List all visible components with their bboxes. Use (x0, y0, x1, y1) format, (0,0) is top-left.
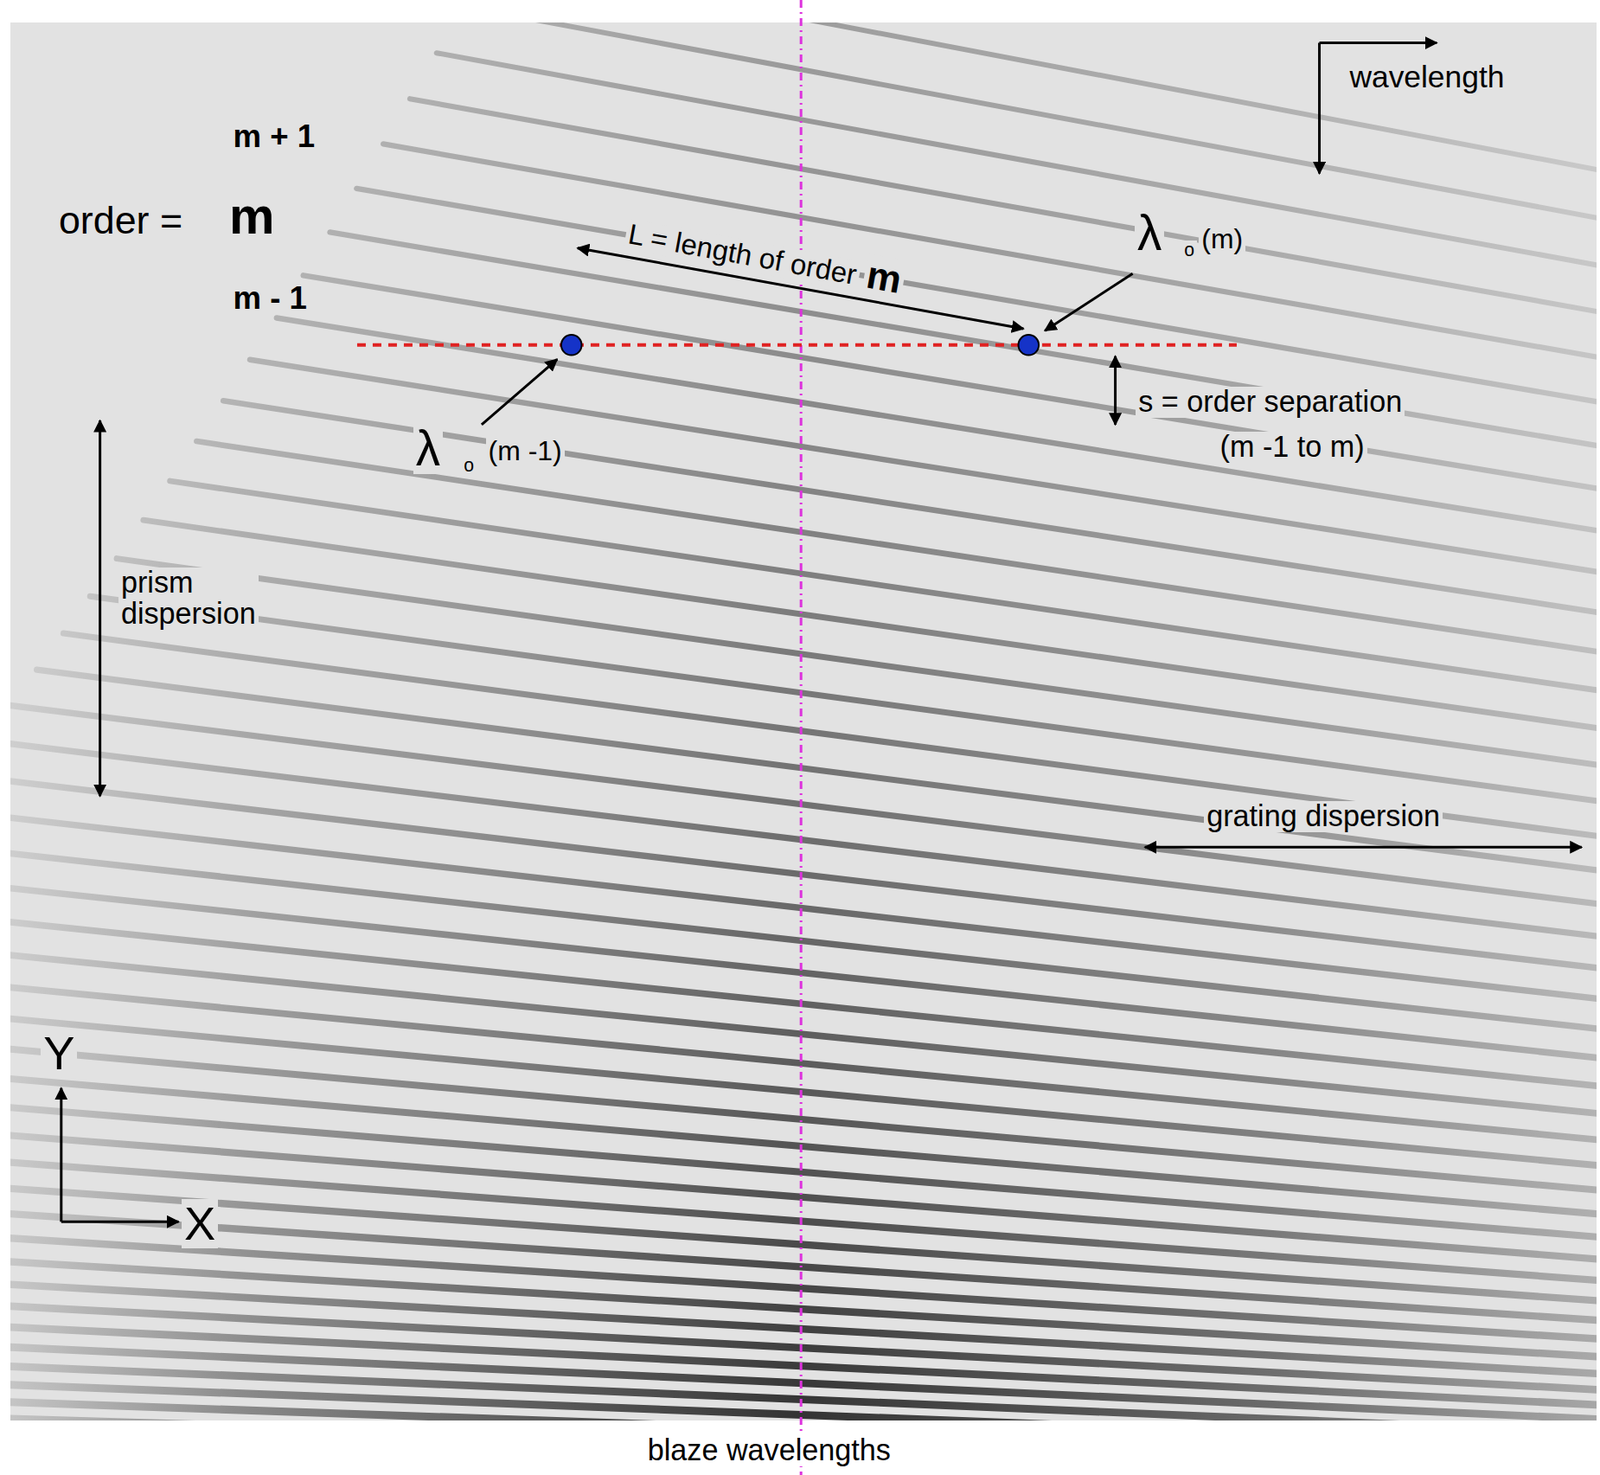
order-streak (10, 1384, 1597, 1421)
leader-arrow (1044, 273, 1133, 331)
order-label: order = (56, 199, 186, 241)
order-streak (223, 400, 1597, 613)
dimension-label: s = order separation (1135, 386, 1405, 418)
order-streak (143, 519, 1597, 729)
wavelength-order: (m -1) (486, 436, 565, 467)
dimension-label: m (861, 253, 909, 301)
axis-label: grating dispersion (1203, 800, 1443, 832)
echelle-orders (10, 22, 1597, 1421)
prism-dispersion-arrow (98, 420, 102, 796)
order-streak (409, 98, 1597, 313)
wavelength-symbol: λ (413, 422, 443, 474)
wavelength-order: (m) (1198, 224, 1246, 255)
wavelength-axis-arrow (1318, 43, 1321, 174)
order-streak (10, 1260, 1597, 1357)
order-label: m + 1 (230, 120, 319, 154)
blaze-point (1017, 334, 1039, 356)
order-streak (303, 275, 1597, 489)
order-streak (10, 1188, 1597, 1301)
separation-arrow (1113, 356, 1117, 425)
order-streak (116, 558, 1597, 766)
order-streak (10, 1237, 1597, 1339)
axis-label: prism dispersion (118, 567, 259, 630)
dimension-label: L = length of order (623, 218, 862, 291)
order-streak (383, 143, 1597, 358)
order-streak (329, 231, 1597, 447)
order-streak (170, 480, 1597, 692)
x-axis-arrow (61, 1220, 180, 1223)
order-streak (10, 1134, 1597, 1259)
order-streak (276, 317, 1597, 532)
order-streak (10, 1213, 1597, 1320)
wavelength-subscript: o (1181, 240, 1197, 260)
wavelength-subscript: o (460, 455, 477, 475)
axis-label: wavelength (1346, 61, 1507, 94)
order-streak (249, 359, 1597, 573)
y-axis-arrow (59, 1088, 63, 1223)
dimension-label: (m -1 to m) (1217, 431, 1368, 463)
reference-dashed-line (357, 343, 1237, 347)
blaze-line (800, 0, 803, 1475)
leader-arrow (481, 358, 557, 425)
axis-label: X (181, 1198, 218, 1248)
order-label: m (226, 190, 277, 244)
spectrum-ground (10, 22, 1597, 1421)
order-streak (10, 1418, 1597, 1421)
caption-label: blaze wavelengths (645, 1434, 894, 1466)
grating-dispersion-arrow (1145, 845, 1582, 849)
order-streak (196, 441, 1597, 653)
axis-label: Y (40, 1028, 77, 1078)
order-streak (10, 1401, 1597, 1421)
wavelength-symbol: λ (1134, 207, 1165, 259)
blaze-point (561, 334, 583, 356)
wavelength-axis-arrow (1319, 41, 1438, 45)
order-streak (10, 1162, 1597, 1281)
order-label: m - 1 (230, 281, 310, 315)
